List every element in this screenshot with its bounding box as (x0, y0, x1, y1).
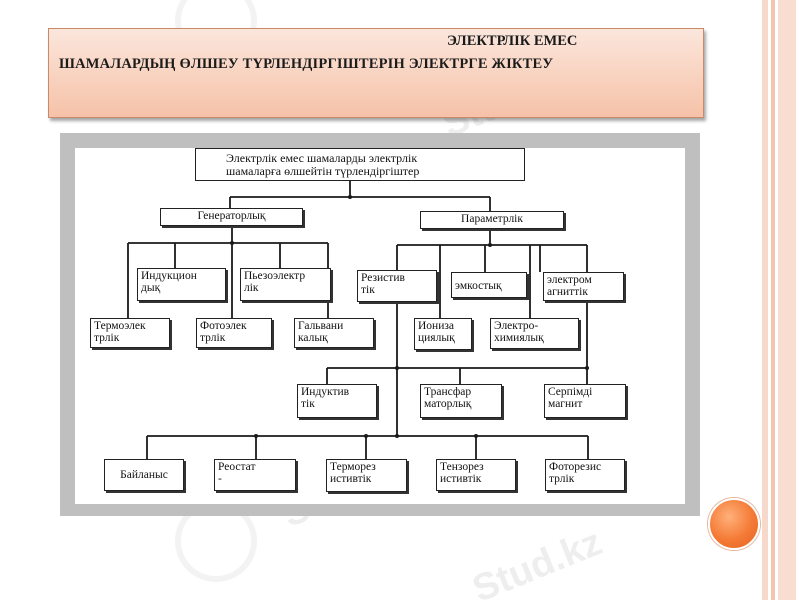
node-piezo: Пьезоэлектр лік (240, 268, 331, 301)
node-electrochemical: Электро- химиялық (490, 318, 579, 349)
edge-stripe (771, 0, 775, 600)
node-inductive: Индуктив тік (297, 384, 377, 418)
node-root: Электрлік емес шамаларды электрлік шамал… (195, 148, 525, 181)
node-photoresistive: Фоторезис трлік (545, 459, 625, 491)
watermark-text: Stud.kz (466, 521, 608, 611)
node-induction: Индукцион дық (137, 268, 226, 301)
node-thermo: Термоэлек трлік (90, 318, 170, 348)
slide-title-box: ЭЛЕКТРЛІК ЕМЕС ШАМАЛАРДЫҢ ӨЛШЕУ ТҮРЛЕНДІ… (48, 28, 704, 118)
edge-stripe (778, 0, 796, 600)
node-parametric: Параметрлік (420, 211, 564, 229)
slide-title-line1: ЭЛЕКТРЛІК ЕМЕС (447, 33, 578, 49)
node-thermoresistive: Терморез истивтік (326, 459, 407, 492)
slide-title-line2: ШАМАЛАРДЫҢ ӨЛШЕУ ТҮРЛЕНДІРГІШТЕРІН ЭЛЕКТ… (59, 56, 554, 72)
diagram-panel (75, 148, 685, 504)
node-rheostat: Реостат - (214, 459, 296, 491)
node-tensoresistive: Тензорез истивтік (436, 459, 516, 491)
node-transformer: Трансфар маторлық (420, 384, 502, 418)
node-electromagnetic: электром агниттік (543, 272, 624, 301)
node-elastic: Серпімді магнит (544, 384, 626, 418)
node-resistive: Резистив тік (357, 270, 437, 302)
orange-circle-decoration (708, 498, 760, 550)
node-ionization: Иониза циялық (414, 318, 472, 350)
node-photo: Фотоэлек трлік (196, 318, 272, 348)
node-capacitive: эмкостық (451, 272, 527, 298)
edge-stripe (762, 0, 768, 600)
node-galvanic: Гальвани калық (294, 318, 374, 348)
node-generator: Генераторлық (160, 208, 303, 226)
node-contact: Байланыс (104, 459, 184, 491)
